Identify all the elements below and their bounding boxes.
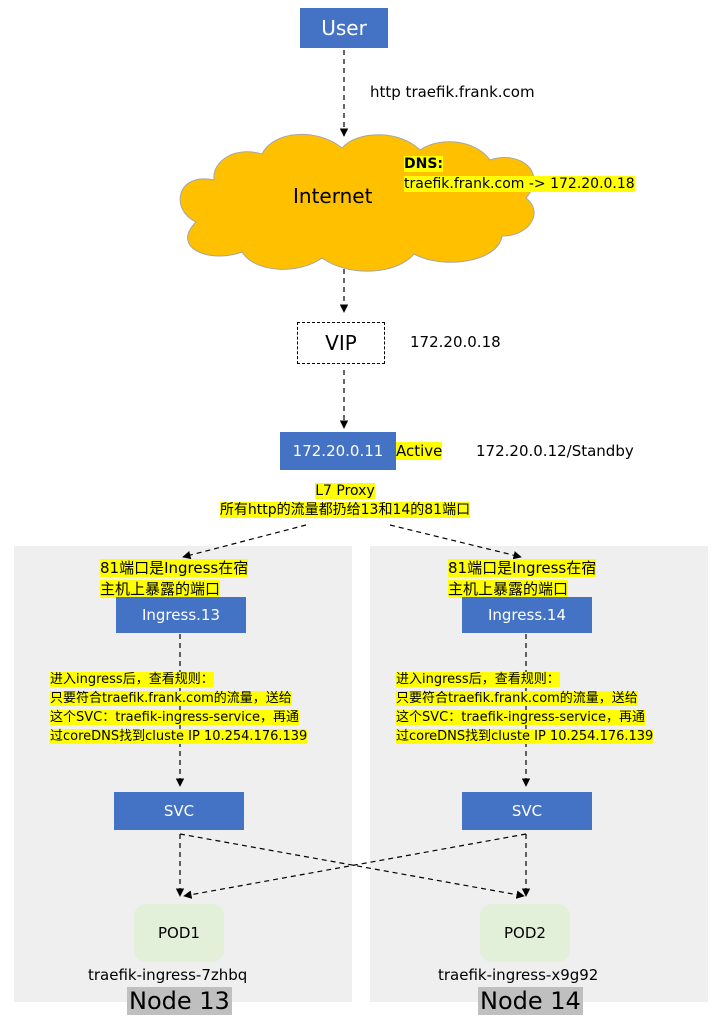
l7-proxy-label: L7 Proxy [315,483,375,499]
dns-title: DNS: [404,156,444,172]
svc13-box: SVC [114,792,244,830]
node14-rule-line2: 只要符合traefik.frank.com的流量，送给 [396,691,638,706]
vip-label: VIP [325,331,357,355]
vip-box: VIP [297,322,385,364]
node14-rule-note: 进入ingress后，查看规则： 只要符合traefik.frank.com的流… [396,670,654,746]
user-label: User [321,16,367,40]
arrow-proxy-node14 [389,524,522,560]
node13-rule-line4: 过coreDNS找到cluste IP 10.254.176.139 [50,729,308,744]
user-box: User [300,8,388,48]
proxy-active-label: Active [396,442,443,460]
dns-note: DNS: traefik.frank.com -> 172.20.0.18 [404,154,635,194]
node14-rule-line4: 过coreDNS找到cluste IP 10.254.176.139 [396,729,654,744]
pod2-label: POD2 [504,924,546,942]
node13-rule-note: 进入ingress后，查看规则： 只要符合traefik.frank.com的流… [50,670,308,746]
arrow-svc14-pod1 [183,833,527,899]
proxy-active-box: 172.20.0.11 [280,432,396,470]
node13-port-note-line1: 81端口是Ingress在宿 [100,559,249,577]
svc14-label: SVC [511,802,543,820]
svc14-box: SVC [462,792,592,830]
pod1-label: POD1 [158,924,200,942]
pod1-name: traefik-ingress-7zhbq [88,966,248,984]
node13-port-note-line2: 主机上暴露的端口 [100,580,221,598]
arrow-proxy-node13 [182,524,307,560]
internet-label: Internet [293,184,373,208]
node14-rule-line1: 进入ingress后，查看规则： [396,672,560,687]
pod2-name: traefik-ingress-x9g92 [438,966,599,984]
ingress13-box: Ingress.13 [116,597,246,633]
node14-port-note-line2: 主机上暴露的端口 [448,580,569,598]
node13-rule-line1: 进入ingress后，查看规则： [50,672,214,687]
vip-ip: 172.20.0.18 [410,333,501,351]
pod2-box: POD2 [480,904,570,962]
ingress14-box: Ingress.14 [462,597,592,633]
pod1-box: POD1 [134,904,224,962]
request-label: http traefik.frank.com [370,83,535,101]
node14-port-note-line1: 81端口是Ingress在宿 [448,559,597,577]
proxy-active-ip: 172.20.0.11 [292,442,384,460]
dns-record: traefik.frank.com -> 172.20.0.18 [404,176,635,192]
proxy-standby-label: 172.20.0.12/Standby [476,442,634,460]
ingress13-label: Ingress.13 [141,606,220,624]
node13-port-note: 81端口是Ingress在宿 主机上暴露的端口 [100,558,249,600]
svc13-label: SVC [163,802,195,820]
node14-port-note: 81端口是Ingress在宿 主机上暴露的端口 [448,558,597,600]
node13-rule-line3: 这个SVC：traefik-ingress-service，再通 [50,710,299,725]
arrow-svc13-pod2 [179,833,525,899]
node14-rule-line3: 这个SVC：traefik-ingress-service，再通 [396,710,645,725]
internet-cloud [179,133,535,272]
node14-title: Node 14 [478,987,583,1015]
ingress14-label: Ingress.14 [487,606,566,624]
node13-rule-line2: 只要符合traefik.frank.com的流量，送给 [50,691,292,706]
proxy-forward-note: 所有http的流量都扔给13和14的81端口 [219,502,471,518]
node13-title: Node 13 [127,987,232,1015]
